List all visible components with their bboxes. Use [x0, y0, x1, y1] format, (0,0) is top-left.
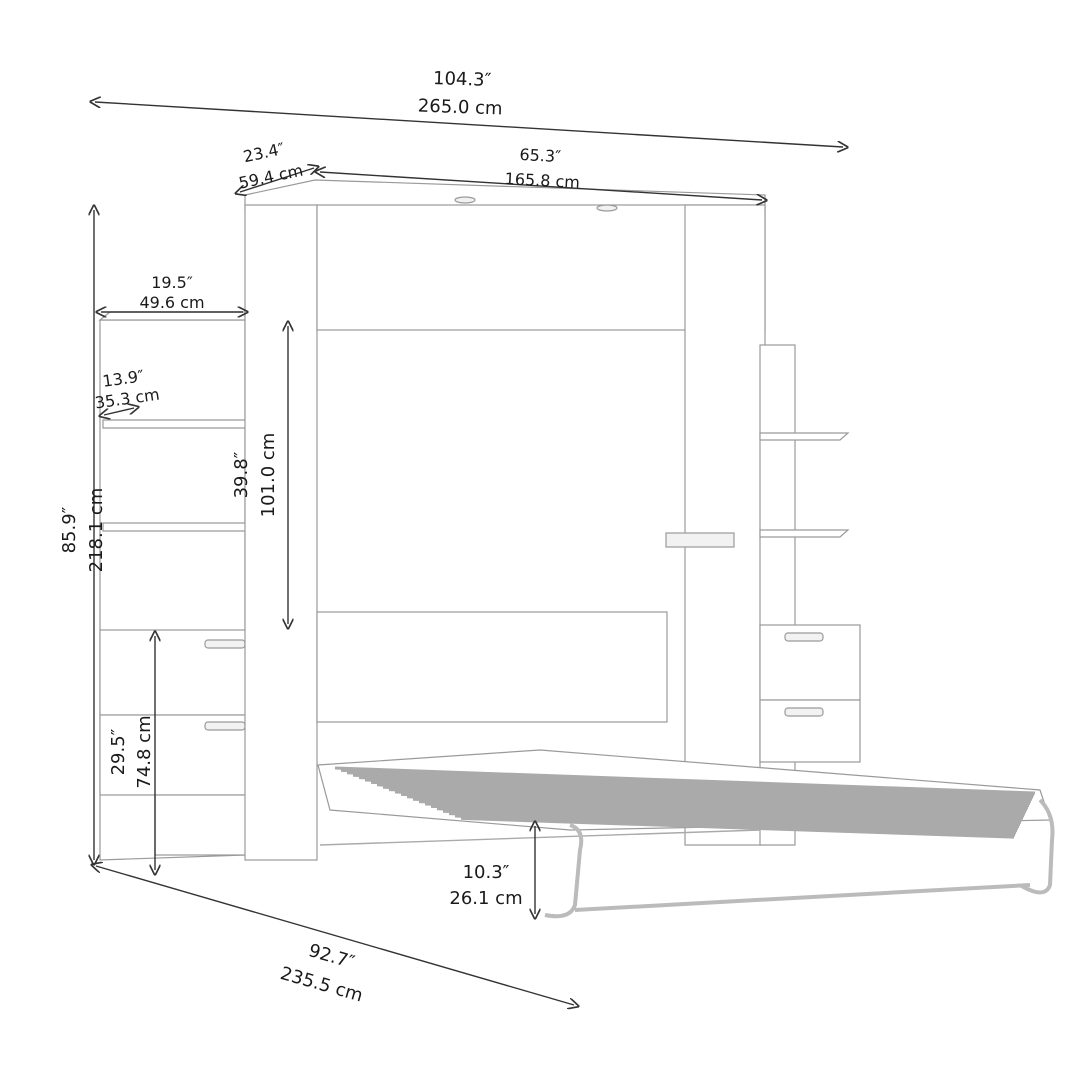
bed-slat: [460, 816, 1015, 839]
bed-slat: [454, 814, 1016, 837]
bed-slat: [364, 778, 1031, 805]
cabinet-depth-in: 23.4″: [242, 139, 287, 166]
bed-slat: [352, 773, 1033, 801]
total-height-cm: 218.1 cm: [86, 488, 107, 573]
right-side-unit: [759, 344, 861, 846]
side-unit-width-cm: 49.6 cm: [139, 293, 204, 312]
bed-slat: [430, 804, 1020, 829]
bed-slat: [412, 797, 1023, 822]
bed-slat: [400, 792, 1025, 818]
opening-height-cm: 101.0 cm: [258, 433, 279, 518]
opening-height-in: 39.8″: [231, 451, 252, 498]
bed-frame: [317, 749, 1055, 919]
bed-slat: [424, 802, 1021, 826]
bed-slat: [346, 771, 1034, 799]
bed-slat: [388, 788, 1027, 814]
total-width-in: 104.3″: [433, 68, 492, 91]
bed-slat: [358, 776, 1032, 803]
open-depth-in: 92.7″: [306, 940, 357, 973]
bed-slat: [394, 790, 1026, 816]
dimension-lines: [94, 102, 843, 1005]
bed-slat: [442, 809, 1018, 833]
bed-slat: [448, 812, 1017, 835]
bed-slat: [340, 768, 1035, 797]
bed-cabinet-width-in: 65.3″: [519, 145, 562, 166]
bed-slat: [376, 783, 1029, 810]
total-width-cm: 265.0 cm: [418, 96, 503, 120]
side-unit-width-in: 19.5″: [151, 273, 193, 292]
bed-slat: [406, 795, 1024, 820]
bed-cabinet-width-cm: 165.8 cm: [504, 169, 580, 192]
total-height-in: 85.9″: [59, 506, 80, 553]
bed-slat: [334, 766, 1036, 795]
drawer-height-in: 29.5″: [108, 728, 129, 775]
bed-slat: [436, 807, 1019, 831]
drawer-height-cm: 74.8 cm: [134, 715, 155, 788]
bed-slat: [370, 780, 1030, 808]
bed-slat: [418, 800, 1022, 824]
leg-height-in: 10.3″: [463, 862, 510, 883]
bed-slat: [382, 785, 1028, 812]
leg-height-cm: 26.1 cm: [449, 888, 522, 909]
